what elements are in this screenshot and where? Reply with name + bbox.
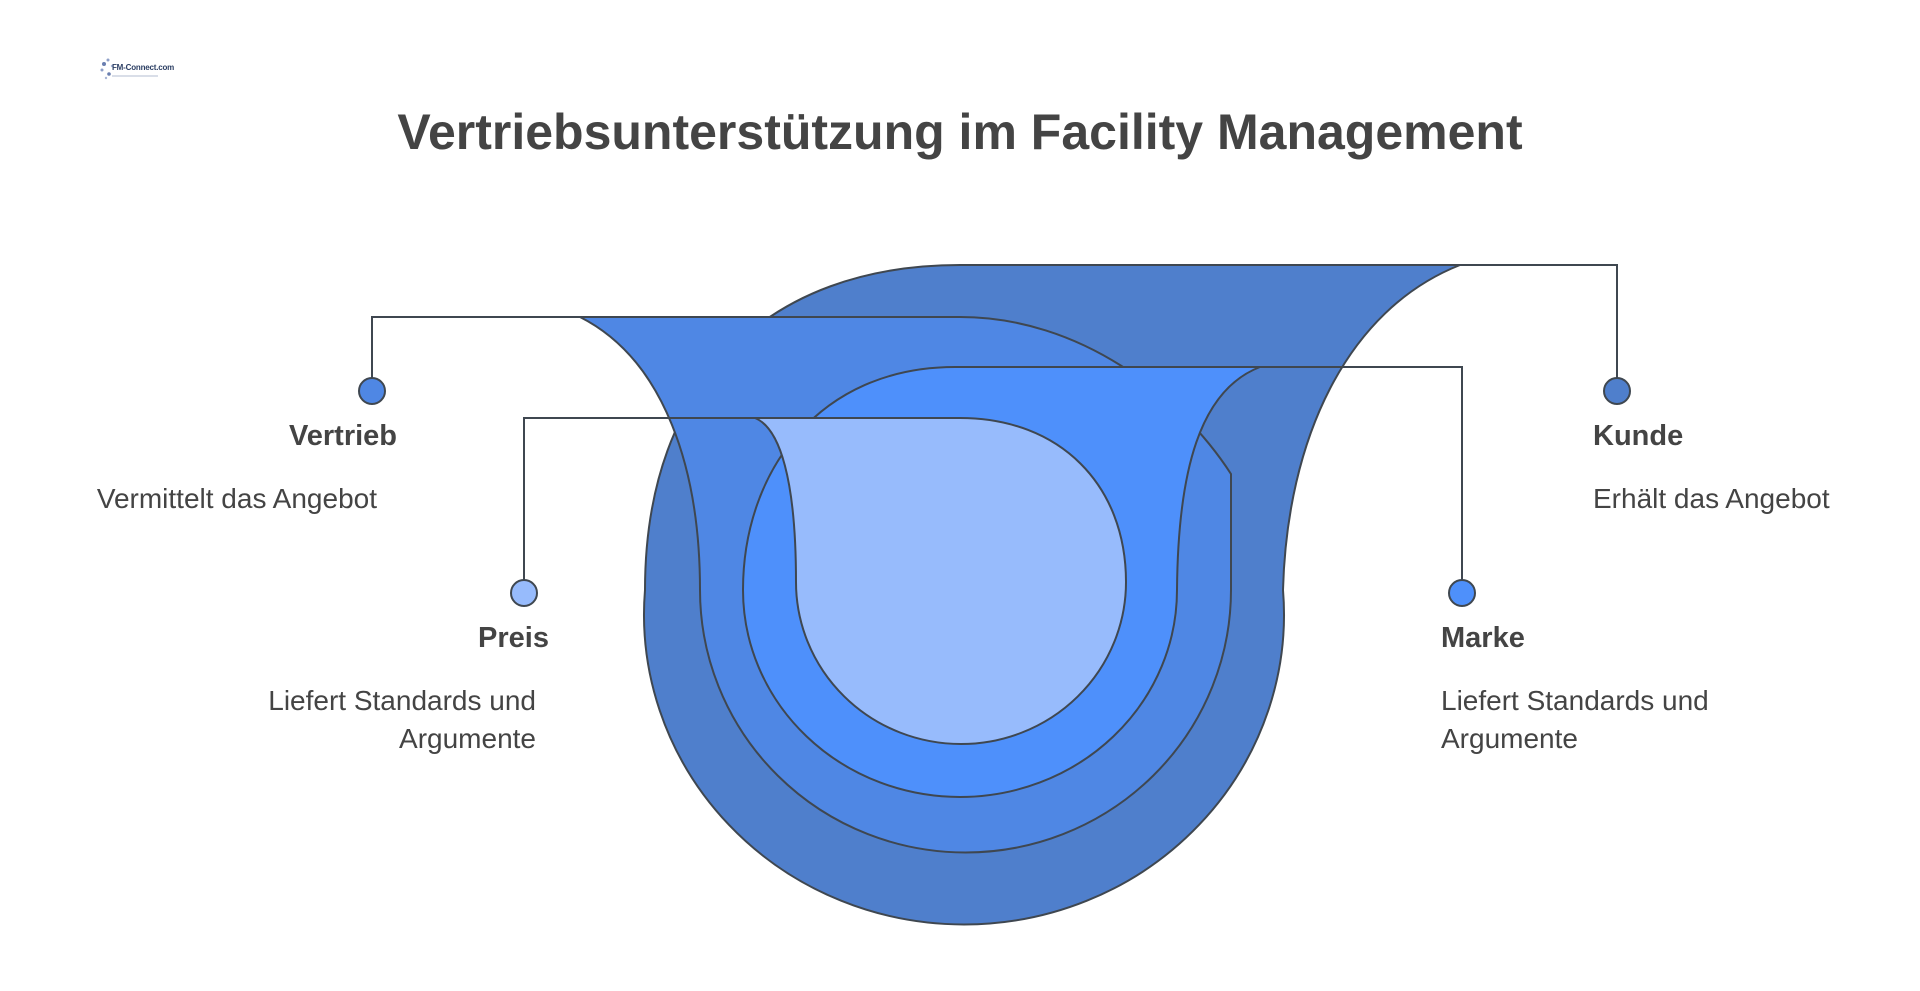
label-kunde-description: Erhält das Angebot xyxy=(1593,483,1830,514)
label-kunde-title: Kunde xyxy=(1593,420,1684,452)
marker-preis xyxy=(510,579,538,607)
label-vertrieb-title: Vertrieb xyxy=(289,420,397,452)
marker-vertrieb xyxy=(358,377,386,405)
label-vertrieb-description: Vermittelt das Angebot xyxy=(96,483,377,514)
connector-vertrieb xyxy=(371,316,580,380)
label-preis-description: Liefert Standards und Argumente xyxy=(268,685,536,754)
logo-mark-icon xyxy=(100,58,158,80)
connector-kunde xyxy=(1460,264,1618,380)
marker-marke xyxy=(1448,579,1476,607)
label-marke-title: Marke xyxy=(1441,622,1525,654)
inner-preis xyxy=(754,417,1128,745)
page-title: Vertriebsunterstützung im Facility Manag… xyxy=(397,104,1523,160)
connector-preis xyxy=(523,417,755,580)
company-logo: FM-Connect.com xyxy=(98,56,174,82)
logo-text: FM-Connect.com xyxy=(112,63,175,72)
label-marke-description: Liefert Standards und Argumente xyxy=(1441,685,1709,754)
marker-kunde xyxy=(1603,377,1631,405)
label-preis-title: Preis xyxy=(478,622,549,654)
connector-marke xyxy=(1255,366,1463,580)
